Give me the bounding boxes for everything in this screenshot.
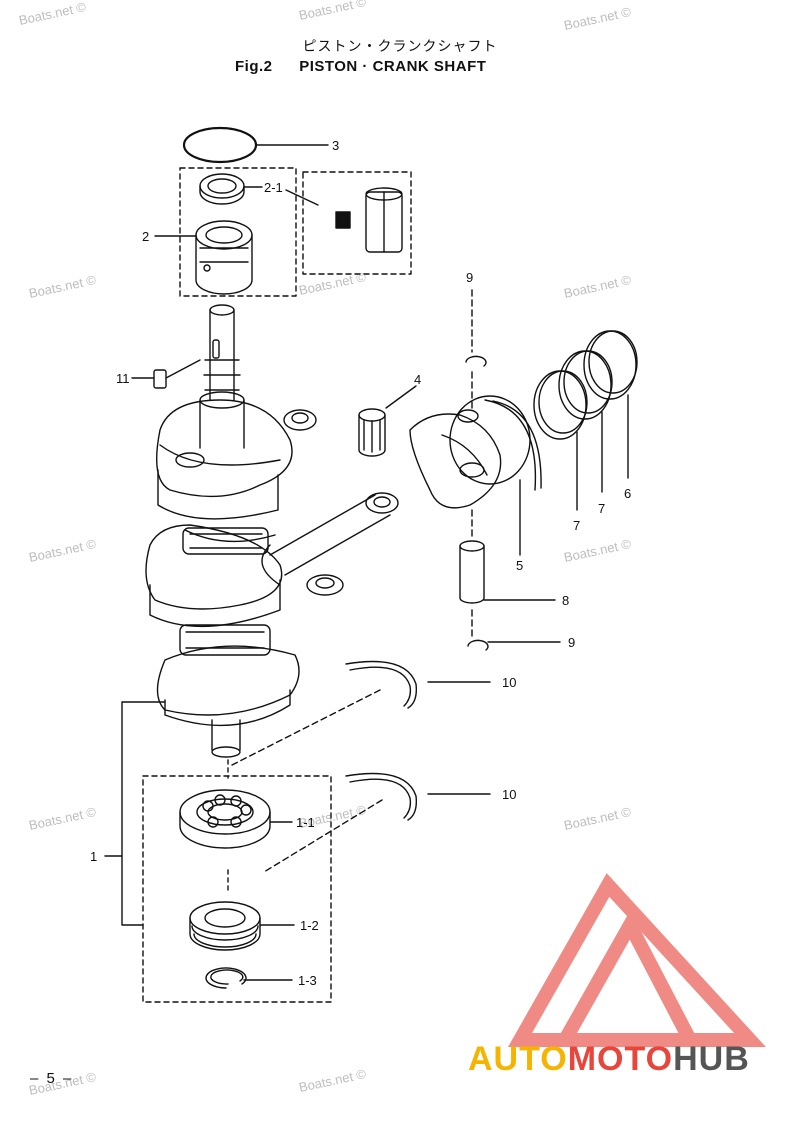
ball-bearing-part-1-1 [179,789,271,849]
piston-ring-part-6 [583,330,638,400]
callout-4: 4 [414,372,421,387]
detail-pin-icon [335,187,403,253]
logo-hub: HUB [673,1040,750,1078]
title-japanese: ピストン・クランクシャフト [302,38,498,54]
thrust-washer-part-10-top [345,660,418,709]
woodruff-key-part-11 [153,369,167,389]
watermark-1: Boats.net © [18,0,88,28]
page-number: – 5 – [30,1070,74,1087]
callout-3: 3 [332,138,339,153]
logo-auto: AUTO [468,1040,568,1078]
callout-7-b: 7 [598,501,605,516]
callout-labels: 3 2-1 2 11 9 4 5 6 7 7 8 9 10 10 1 1-1 1… [90,138,631,988]
callout-10-bottom: 10 [502,787,516,802]
callout-2-1: 2-1 [264,180,283,195]
figure-title: Fig.2 PISTON · CRANK SHAFT [235,58,486,75]
watermark-2: Boats.net © [298,0,368,23]
part-2-group-box [179,167,297,297]
watermark-8: Boats.net © [563,536,633,565]
watermarks: Boats.net © Boats.net © Boats.net © Boat… [18,0,633,1098]
o-ring-part-3 [182,126,258,164]
piston-ring-part-7b [558,350,613,420]
logo-moto: MOTO [567,1040,674,1078]
watermark-9: Boats.net © [28,804,98,833]
thrust-washer-part-10-bottom [345,772,418,821]
callout-1: 1 [90,849,97,864]
figure-label: Fig.2 [235,58,273,75]
piston-pin-part-8 [459,540,485,604]
leader-11-b [165,359,201,379]
part-1-group-box [142,775,332,1003]
crankshaft-part-1 [145,304,344,758]
callout-6: 6 [624,486,631,501]
callout-11: 11 [116,371,130,386]
watermark-13: Boats.net © [298,1066,368,1095]
oil-seal-part-1-2 [189,901,261,951]
callout-5: 5 [516,558,523,573]
snap-ring-part-1-3 [205,967,247,989]
figure-title-text: PISTON · CRANK SHAFT [299,58,487,75]
watermark-7: Boats.net © [28,536,98,565]
detail-view-box [302,171,412,275]
callout-8: 8 [562,593,569,608]
clip-part-9-bottom [467,639,489,651]
assembly-axis-1 [231,689,381,766]
piston-part-5 [409,395,542,509]
watermark-6: Boats.net © [563,272,633,301]
assembly-axis-2 [263,799,383,873]
callout-9-top: 9 [466,270,473,285]
callout-7-a: 7 [573,518,580,533]
leader-4 [385,385,417,409]
needle-bearing-part-4 [358,408,386,457]
callout-1-1: 1-1 [296,815,315,830]
watermark-3: Boats.net © [563,4,633,33]
bearing-ring-part-2-1 [199,173,245,205]
callout-2: 2 [142,229,149,244]
leader-2-1-detail [285,189,319,206]
watermark-4: Boats.net © [28,272,98,301]
watermark-11: Boats.net © [563,804,633,833]
group-bracket-1 [104,701,166,926]
needle-bearing-part-2 [195,220,253,295]
clip-part-9-top [465,355,487,367]
callout-1-2: 1-2 [300,918,319,933]
callout-9-bottom: 9 [568,635,575,650]
automotohub-logo: AUTOMOTOHUB [468,1040,750,1079]
piston-ring-part-7a [533,370,588,440]
callout-10-top: 10 [502,675,516,690]
callout-1-3: 1-3 [298,973,317,988]
logo-triangle-icon [507,873,766,1047]
connecting-rod [261,492,399,586]
